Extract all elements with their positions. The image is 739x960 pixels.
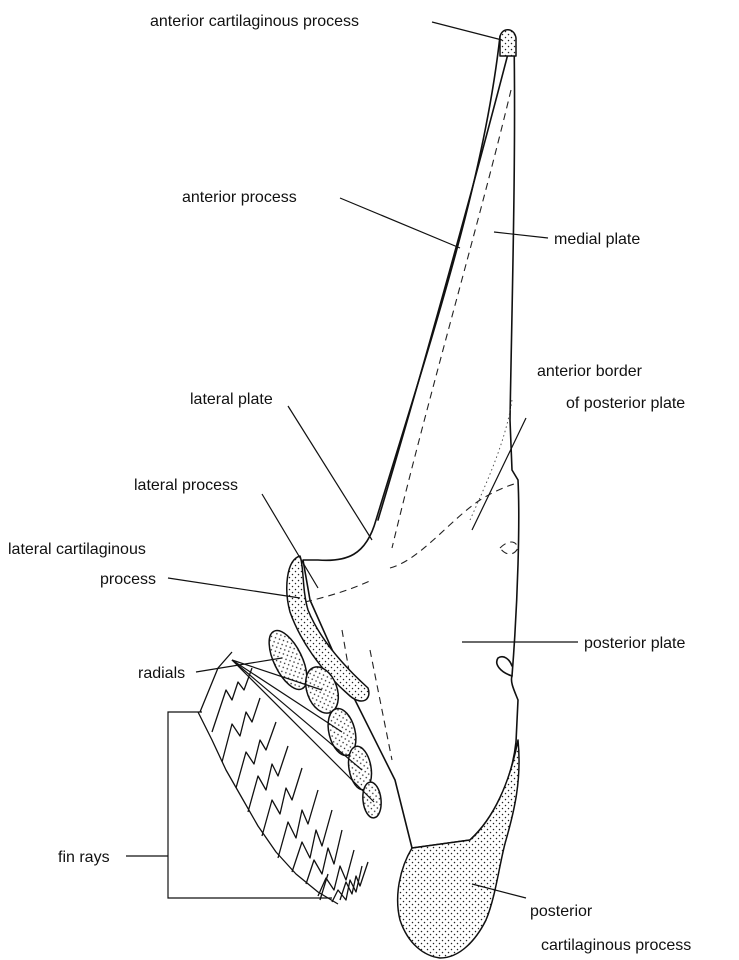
- label-anterior-cartilaginous-process: anterior cartilaginous process: [150, 13, 359, 30]
- label-lateral-cartilaginous-line2: process: [100, 571, 156, 588]
- label-posterior-plate: posterior plate: [584, 635, 685, 652]
- label-radials: radials: [138, 665, 185, 682]
- label-posterior-cartilaginous-line1: posterior: [530, 903, 593, 920]
- label-posterior-cartilaginous-line2: cartilaginous process: [541, 937, 691, 954]
- anterior-cartilaginous-process-shape: [500, 30, 516, 56]
- label-lateral-cartilaginous-line1: lateral cartilaginous: [8, 541, 146, 558]
- labels-group: anterior cartilaginous process anterior …: [8, 13, 691, 954]
- label-lateral-process: lateral process: [134, 477, 238, 494]
- label-anterior-process: anterior process: [182, 189, 297, 206]
- label-anterior-border-line2: of posterior plate: [566, 395, 685, 412]
- label-fin-rays: fin rays: [58, 849, 110, 866]
- label-lateral-plate: lateral plate: [190, 391, 273, 408]
- label-anterior-border-line1: anterior border: [537, 363, 643, 380]
- label-medial-plate: medial plate: [554, 231, 640, 248]
